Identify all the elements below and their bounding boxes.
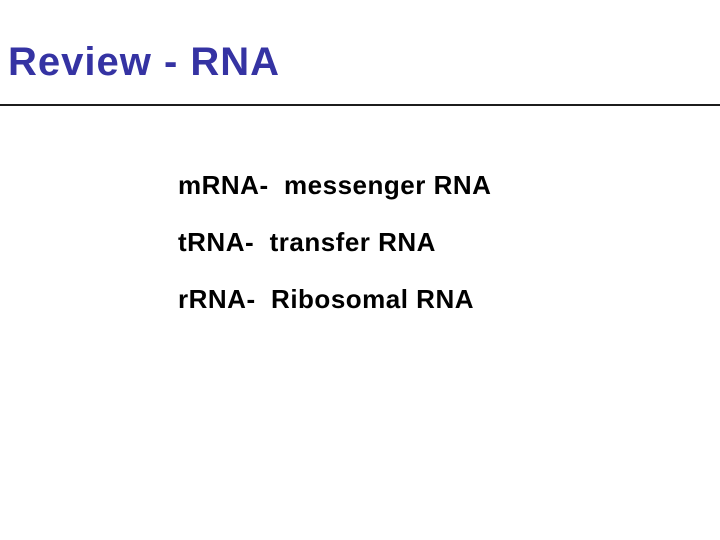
line-mrna: mRNA- messenger RNA xyxy=(178,170,492,200)
line-trna: tRNA- transfer RNA xyxy=(178,227,436,257)
slide-title: Review - RNA xyxy=(8,40,281,84)
slide-body: mRNA- messenger RNA tRNA- transfer RNA r… xyxy=(178,172,698,343)
line-rrna: rRNA- Ribosomal RNA xyxy=(178,284,475,314)
title-divider-line xyxy=(0,104,720,106)
